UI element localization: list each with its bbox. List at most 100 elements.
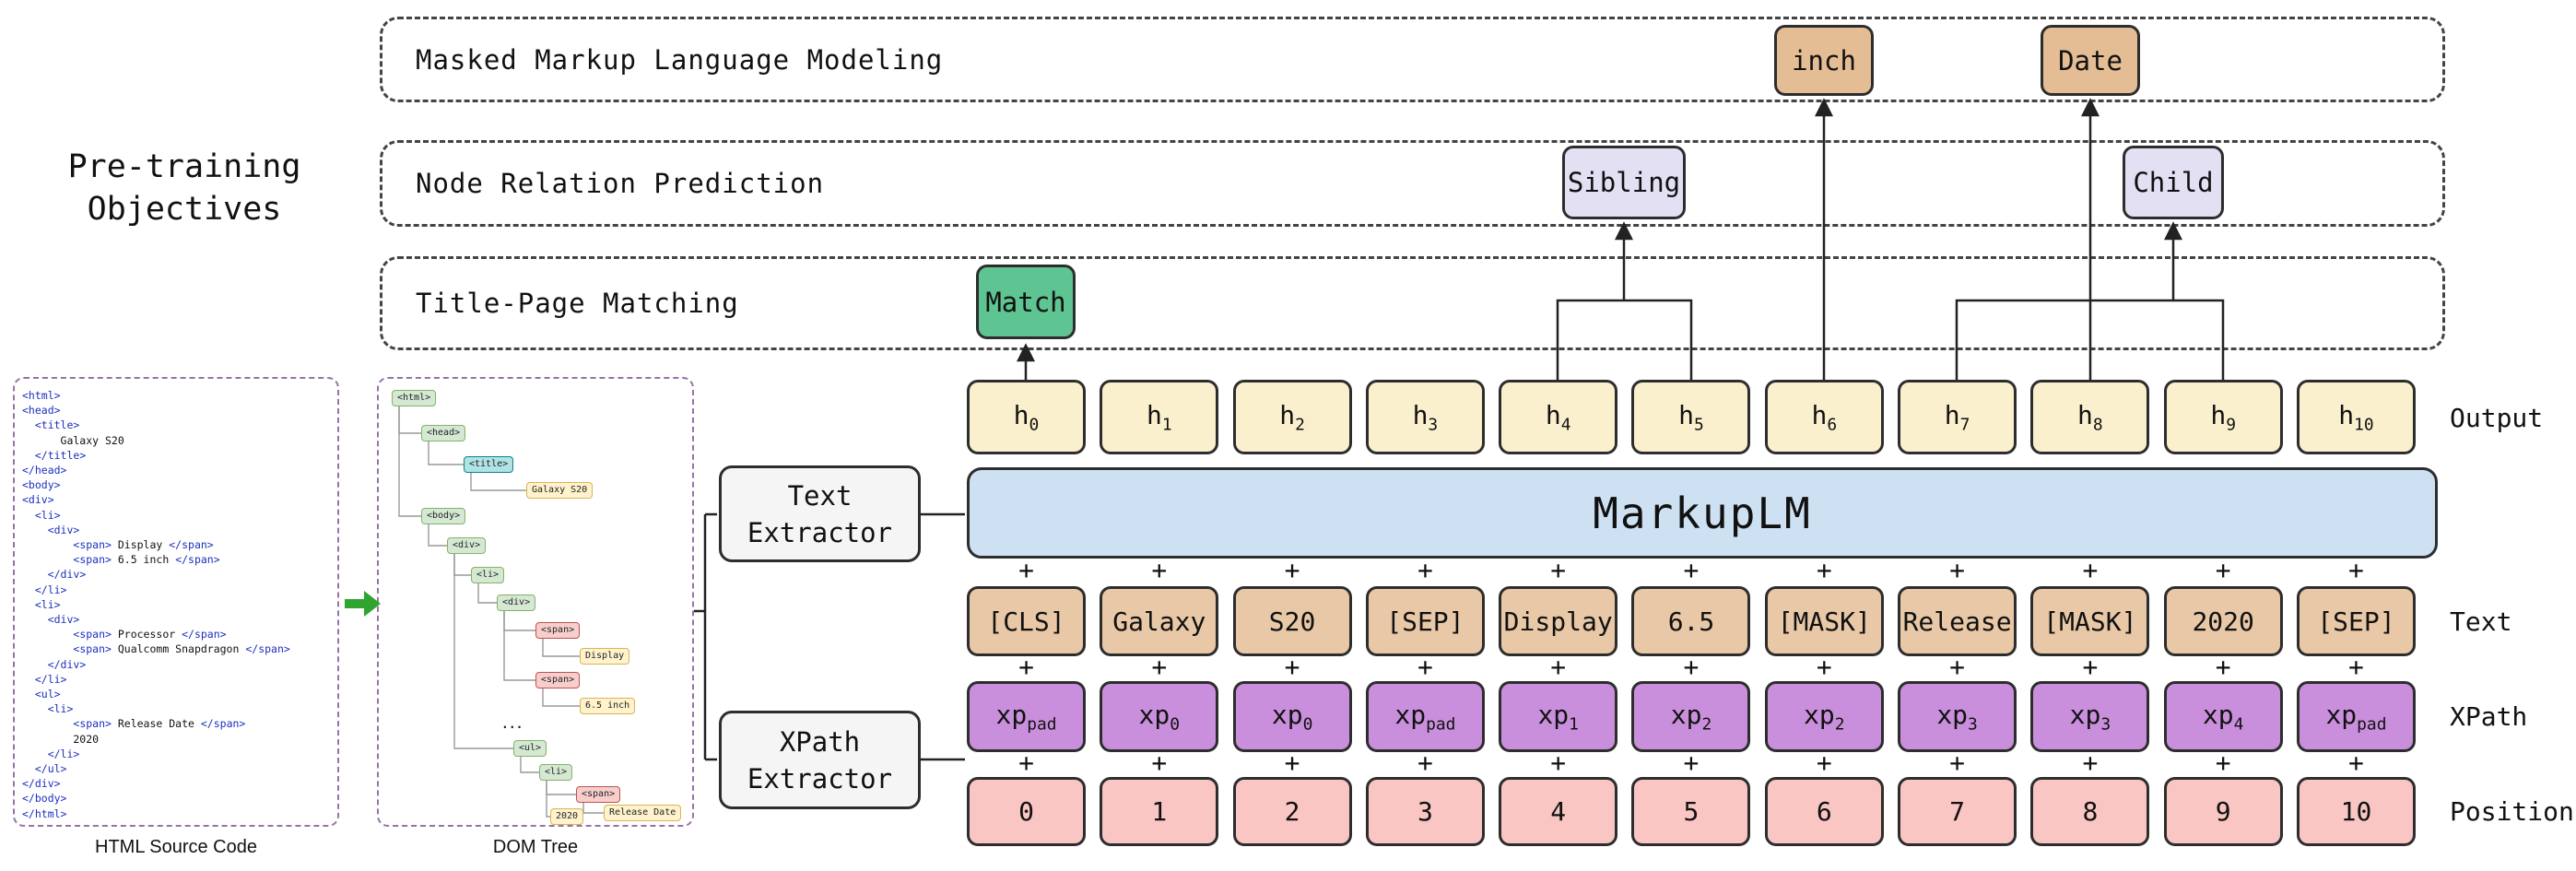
position-token: 10 — [2296, 777, 2416, 846]
plus-row-model-text: +++++++++++ — [967, 558, 2416, 583]
xpath-token: xp0 — [1100, 681, 1219, 752]
position-token: 1 — [1100, 777, 1219, 846]
html-source-caption: HTML Source Code — [95, 837, 257, 857]
dom-tree-panel: <html><head><title>Galaxy S20<body><div>… — [377, 377, 694, 827]
dom-node: <html> — [392, 390, 437, 406]
code-line: <span> Qualcomm Snapdragon </span> — [73, 642, 290, 656]
plus-sign: + — [2215, 652, 2231, 682]
dom-node: <div> — [497, 594, 536, 611]
code-line: </li> — [47, 747, 80, 760]
plus-sign: + — [2082, 747, 2099, 778]
plus-sign: + — [1949, 747, 1965, 778]
code-line: </div> — [22, 777, 61, 791]
xpath-extractor-box: XPath Extractor — [719, 711, 921, 809]
position-token: 8 — [2030, 777, 2150, 846]
html-source-code: <html><head> <title> Galaxy S20 </title>… — [22, 388, 330, 821]
output-token: h1 — [1100, 380, 1219, 454]
text-token: [CLS] — [967, 586, 1086, 656]
code-line: <span> Display </span> — [73, 538, 214, 552]
code-line: <span> Processor </span> — [73, 628, 227, 641]
xpath-token: xppad — [1365, 681, 1485, 752]
dom-node: <li> — [539, 764, 573, 781]
dom-node: 2020 — [550, 808, 584, 825]
output-token: h7 — [1898, 380, 2017, 454]
plus-sign: + — [1018, 747, 1034, 778]
plus-sign: + — [1683, 555, 1700, 585]
text-token: [SEP] — [2296, 586, 2416, 656]
code-line: <head> — [22, 404, 61, 418]
xpath-token: xppad — [2296, 681, 2416, 752]
objective-box-masked-markup-modeling: Masked Markup Language Modeling — [380, 17, 2445, 102]
plus-sign: + — [1284, 747, 1300, 778]
plus-sign: + — [1816, 652, 1832, 682]
text-row-label: Text — [2450, 606, 2512, 637]
dom-node: 6.5 inch — [580, 698, 636, 714]
xpath-token: xp2 — [1764, 681, 1884, 752]
plus-sign: + — [1417, 652, 1433, 682]
output-token: h9 — [2163, 380, 2283, 454]
markuplm-model-box: MarkupLM — [967, 467, 2438, 559]
code-line: <li> — [34, 597, 61, 611]
plus-sign: + — [1550, 652, 1567, 682]
plus-sign: + — [1151, 747, 1168, 778]
dom-node: Display — [580, 648, 630, 665]
plus-sign: + — [2348, 747, 2364, 778]
code-line: <li> — [34, 508, 61, 522]
code-line: </body> — [22, 792, 67, 806]
dom-node: <li> — [471, 567, 505, 583]
position-token: 3 — [1365, 777, 1485, 846]
output-token: h8 — [2030, 380, 2150, 454]
code-line: <html> — [22, 389, 61, 402]
plus-sign: + — [1550, 747, 1567, 778]
plus-row-text-xpath: +++++++++++ — [967, 654, 2416, 680]
xpath-token: xp3 — [2030, 681, 2150, 752]
dom-tree-edges — [398, 406, 604, 818]
objective-label: Node Relation Prediction — [416, 168, 825, 199]
text-token: [SEP] — [1365, 586, 1485, 656]
text-token: Galaxy — [1100, 586, 1219, 656]
plus-sign: + — [2215, 747, 2231, 778]
plus-sign: + — [1550, 555, 1567, 585]
plus-sign: + — [1151, 555, 1168, 585]
dom-tree-nodes: <html><head><title>Galaxy S20<body><div>… — [379, 379, 692, 825]
position-token: 0 — [967, 777, 1086, 846]
dom-node: <ul> — [513, 740, 547, 757]
code-line: </title> — [34, 448, 87, 462]
code-line: Galaxy S20 — [22, 433, 124, 447]
position-token: 7 — [1898, 777, 2017, 846]
code-line: </ul> — [34, 762, 67, 776]
dom-node: <body> — [421, 508, 466, 524]
dom-node: Galaxy S20 — [526, 482, 594, 499]
output-row-label: Output — [2450, 403, 2544, 433]
dom-node: <div> — [447, 537, 487, 554]
text-token: Display — [1499, 586, 1618, 656]
output-token: h10 — [2296, 380, 2416, 454]
dom-node: Release Date — [604, 805, 682, 821]
position-token: 6 — [1764, 777, 1884, 846]
text-token: 2020 — [2163, 586, 2283, 656]
plus-sign: + — [1284, 555, 1300, 585]
xpath-token: xp1 — [1499, 681, 1618, 752]
match-token: Match — [976, 265, 1076, 339]
code-line: </head> — [22, 464, 67, 477]
plus-sign: + — [1683, 747, 1700, 778]
code-line: <ul> — [34, 688, 61, 701]
code-line: <li> — [47, 702, 74, 716]
xpath-row-label: XPath — [2450, 701, 2528, 732]
plus-sign: + — [1949, 555, 1965, 585]
position-token: 4 — [1499, 777, 1618, 846]
plus-sign: + — [1417, 555, 1433, 585]
code-line: <div> — [22, 493, 54, 507]
objective-box-node-relation-prediction: Node Relation Prediction — [380, 140, 2445, 227]
plus-sign: + — [1018, 555, 1034, 585]
plus-sign: + — [1683, 652, 1700, 682]
position-token: 5 — [1631, 777, 1751, 846]
dom-node: <span> — [535, 672, 581, 689]
pretraining-objectives-title: Pre-training Objectives — [67, 148, 301, 228]
plus-sign: + — [1417, 747, 1433, 778]
position-token: 9 — [2163, 777, 2283, 846]
